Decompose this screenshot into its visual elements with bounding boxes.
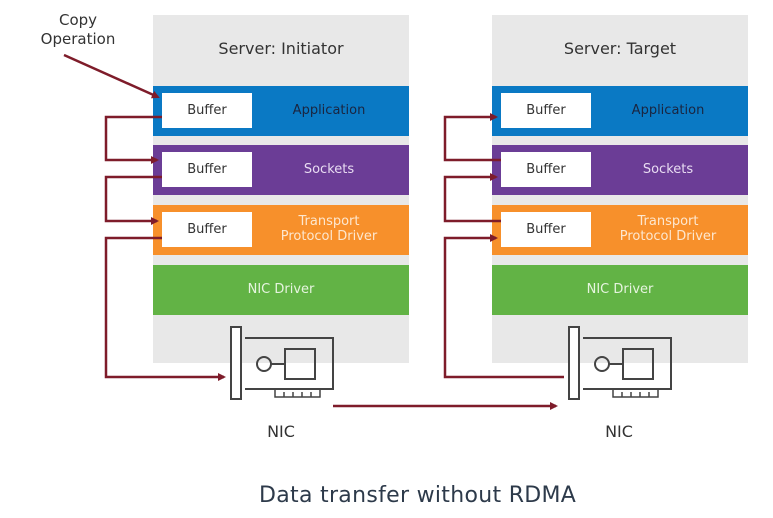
target-transport-label: Transport Protocol Driver <box>596 214 740 244</box>
target-application-label: Application <box>631 103 705 118</box>
copy-operation-label-line1: Copy <box>58 11 98 29</box>
target-transport-label-line1: Transport <box>637 214 699 229</box>
target-nic-to-transport-arrow <box>443 234 564 379</box>
target-sockets-label: Sockets <box>642 162 694 177</box>
initiator-application-layer: Buffer Application <box>153 86 409 136</box>
diagram-caption: Data transfer without RDMA <box>259 483 577 508</box>
initiator-transport-to-nic-arrow <box>104 236 226 381</box>
target-nic-driver-label: NIC Driver <box>586 282 654 297</box>
initiator-sockets-buffer: Buffer <box>162 152 252 187</box>
initiator-transport-label-line2: Protocol Driver <box>280 229 378 244</box>
target-sockets-layer: Buffer Sockets <box>492 145 748 195</box>
target-nic-icon <box>568 326 672 400</box>
target-nic-label: NIC <box>605 422 633 441</box>
copy-operation-label: Copy Operation <box>28 11 128 49</box>
initiator-nic-driver-layer: NIC Driver <box>153 265 409 315</box>
initiator-nic-driver-label: NIC Driver <box>247 282 315 297</box>
target-nic-driver-layer: NIC Driver <box>492 265 748 315</box>
initiator-application-buffer: Buffer <box>162 93 252 128</box>
initiator-nic-icon <box>230 326 334 400</box>
target-sockets-to-app-arrow <box>443 113 501 162</box>
initiator-transport-label-line1: Transport <box>298 214 360 229</box>
copy-operation-label-line2: Operation <box>40 30 116 48</box>
server-initiator-title: Server: Initiator <box>218 39 344 58</box>
server-target-title: Server: Target <box>563 39 677 58</box>
initiator-application-label: Application <box>292 103 366 118</box>
target-transport-to-sockets-arrow <box>443 173 501 223</box>
initiator-transport-label: Transport Protocol Driver <box>257 214 401 244</box>
target-transport-buffer: Buffer <box>501 212 591 247</box>
target-transport-layer: Buffer Transport Protocol Driver <box>492 205 748 255</box>
initiator-nic-label: NIC <box>267 422 295 441</box>
initiator-sockets-label: Sockets <box>303 162 355 177</box>
initiator-sockets-to-transport-arrow <box>104 175 162 225</box>
initiator-sockets-layer: Buffer Sockets <box>153 145 409 195</box>
initiator-transport-buffer: Buffer <box>162 212 252 247</box>
initiator-transport-layer: Buffer Transport Protocol Driver <box>153 205 409 255</box>
target-application-buffer: Buffer <box>501 93 591 128</box>
target-transport-label-line2: Protocol Driver <box>619 229 717 244</box>
initiator-app-to-sockets-arrow <box>104 115 162 164</box>
target-sockets-buffer: Buffer <box>501 152 591 187</box>
target-application-layer: Buffer Application <box>492 86 748 136</box>
copy-operation-arrow <box>63 53 160 99</box>
